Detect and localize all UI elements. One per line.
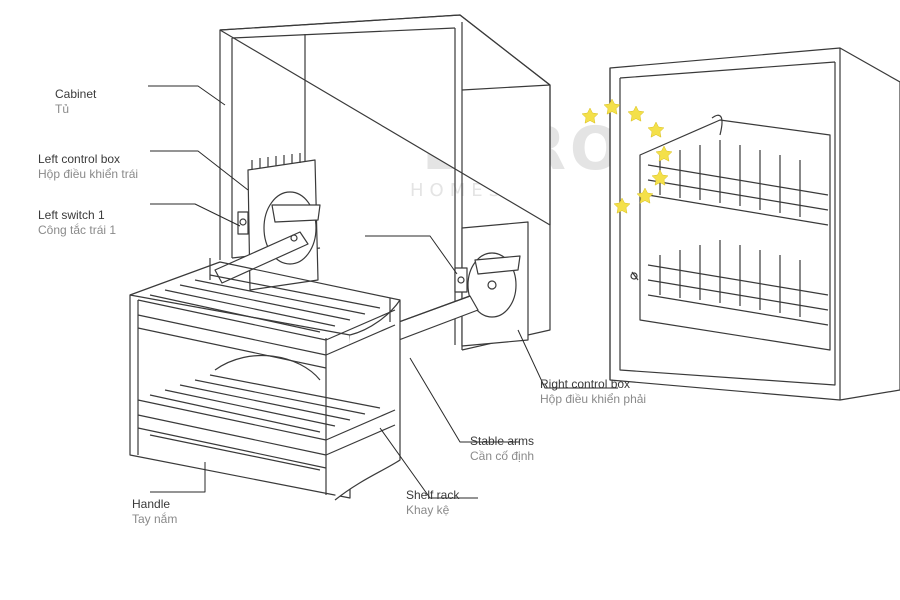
shelf-rack-part (129, 258, 401, 501)
label-shelf-rack: Shelf rack Khay kệ (406, 488, 459, 518)
star-icon (636, 187, 654, 204)
label-left-control-box: Left control box Hộp điều khiển trái (38, 152, 138, 182)
star-icon (613, 197, 631, 214)
right-control-box-part (454, 221, 529, 347)
label-stable-arms: Stable arms Cần cố định (470, 434, 534, 464)
label-left-control-box-vi: Hộp điều khiển trái (38, 167, 139, 181)
star-icon (651, 169, 669, 186)
stars-decoration (581, 98, 673, 214)
label-cabinet-vi: Tủ (55, 102, 70, 116)
star-icon (581, 107, 599, 124)
label-right-control-box: Right control box Hộp điều khiển phải (540, 377, 646, 407)
label-left-switch-vi: Công tắc trái 1 (38, 223, 117, 237)
label-stable-arms-vi: Cần cố định (470, 449, 535, 463)
label-shelf-rack-en: Shelf rack (406, 488, 460, 502)
label-left-control-box-en: Left control box (38, 152, 121, 166)
label-shelf-rack-vi: Khay kệ (406, 503, 450, 517)
label-right-control-box-en: Right control box (540, 377, 631, 391)
label-cabinet-en: Cabinet (55, 87, 97, 101)
label-cabinet: Cabinet Tủ (55, 87, 96, 117)
star-icon (603, 98, 621, 115)
star-icon (647, 121, 665, 138)
label-right-control-box-vi: Hộp điều khiển phải (540, 392, 647, 406)
label-handle-en: Handle (132, 497, 171, 511)
right-cabinet (609, 47, 900, 401)
star-icon (655, 145, 673, 162)
label-handle: Handle Tay nắm (132, 497, 177, 527)
label-left-switch: Left switch 1 Công tắc trái 1 (38, 208, 116, 238)
label-stable-arms-en: Stable arms (470, 434, 535, 448)
star-icon (627, 105, 645, 122)
label-handle-vi: Tay nắm (132, 512, 178, 526)
leader-lines (148, 85, 618, 499)
label-left-switch-en: Left switch 1 (38, 208, 105, 222)
